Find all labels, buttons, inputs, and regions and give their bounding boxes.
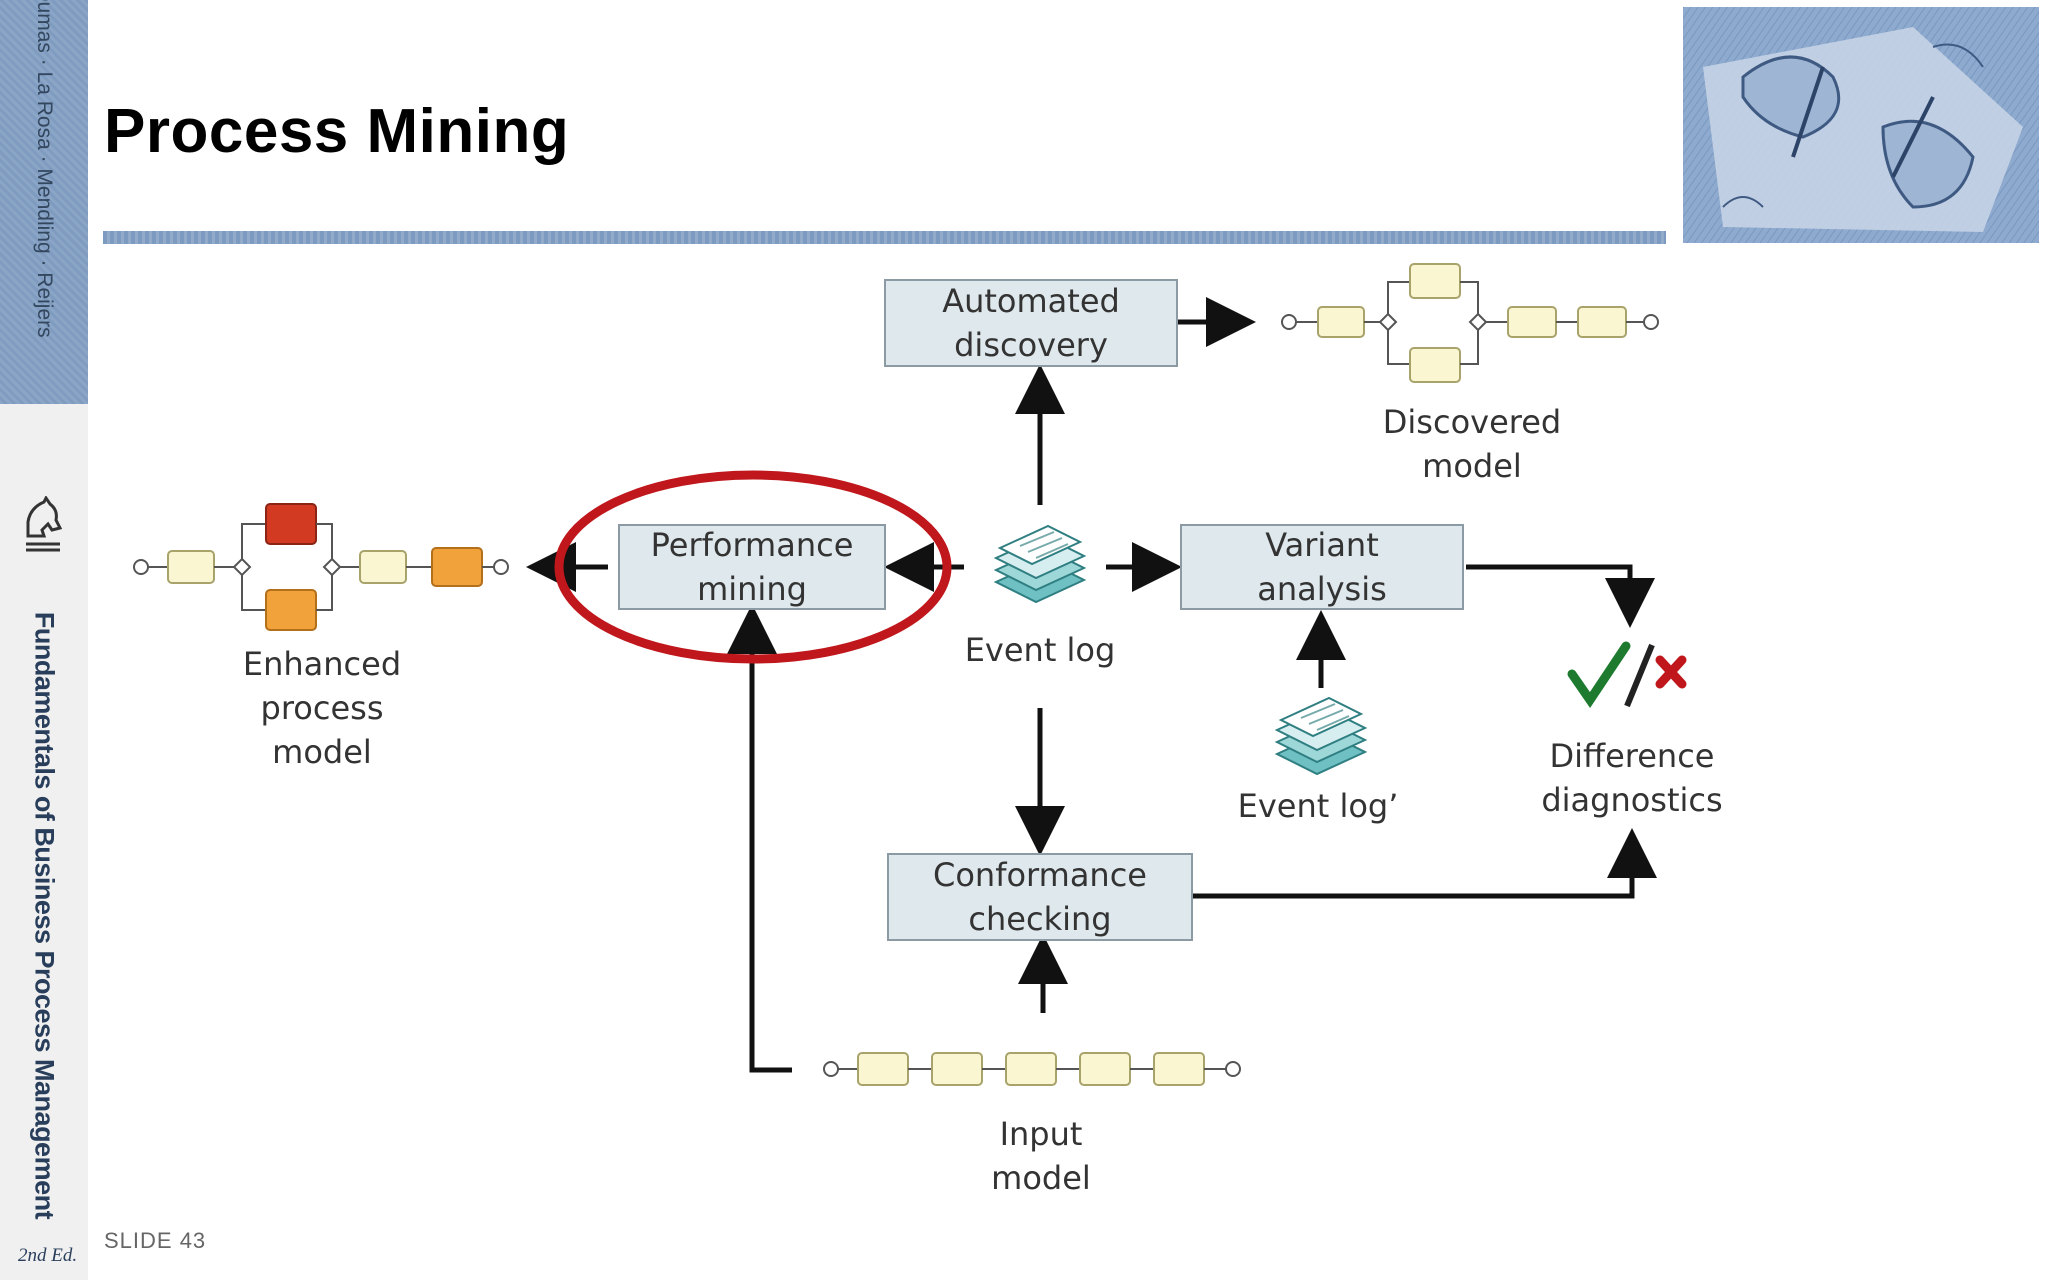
event-log-prime-icon <box>1274 696 1368 776</box>
enhanced-model-graphic <box>133 503 509 631</box>
performance-mining-box: Performance mining <box>618 524 886 610</box>
slash-divider <box>1624 643 1655 708</box>
variant-analysis-box: Variant analysis <box>1180 524 1464 610</box>
arrow-inputmodel-to-performance <box>727 604 792 1073</box>
automated-discovery-box: Automated discovery <box>884 279 1178 367</box>
discovered-model-graphic <box>1281 263 1659 383</box>
discovered-model-label: Discovered model <box>1382 403 1562 485</box>
cross-mark-icon <box>1655 655 1687 689</box>
check-mark-icon <box>1567 641 1631 709</box>
edition-text: 2nd Ed. <box>18 1245 78 1266</box>
highlight-ellipse <box>554 470 952 664</box>
sidebar-header-band <box>0 0 88 404</box>
enhanced-process-model-label: Enhanced process model <box>242 645 402 771</box>
arrow-variant-to-diagnostics <box>1466 564 1655 628</box>
conformance-checking-box: Conformance checking <box>887 853 1193 941</box>
input-model-graphic <box>823 1052 1241 1086</box>
automated-discovery-label: Automated discovery <box>942 282 1120 364</box>
event-log-label: Event log <box>964 631 1116 669</box>
input-model-label: Input model <box>991 1115 1091 1197</box>
event-log-icon <box>993 524 1087 604</box>
title-underline <box>103 231 1666 244</box>
slide-number: SLIDE 43 <box>104 1228 207 1253</box>
performance-mining-label: Performance mining <box>650 526 854 608</box>
conformance-checking-label: Conformance checking <box>933 856 1147 938</box>
drawing-hands-image <box>1683 7 2039 243</box>
arrow-conformance-to-diagnostics <box>1192 828 1657 899</box>
publisher-logo-icon <box>26 496 63 552</box>
event-log-prime-label: Event log’ <box>1237 787 1399 825</box>
variant-analysis-label: Variant analysis <box>1257 526 1387 608</box>
slide-title: Process Mining <box>104 97 570 166</box>
difference-diagnostics-label: Difference diagnostics <box>1541 737 1723 819</box>
book-sidebar: Dumas · La Rosa · Mendling · Reijers Fun… <box>0 0 88 1280</box>
